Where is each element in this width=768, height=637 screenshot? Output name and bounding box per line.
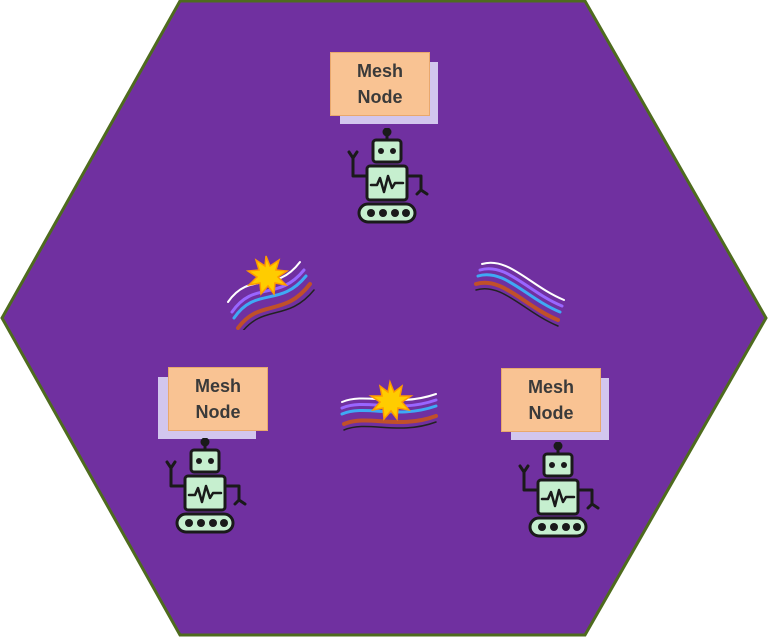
mesh-node-top: Mesh Node bbox=[330, 52, 438, 124]
mesh-node-left: Mesh Node bbox=[158, 367, 268, 439]
node-label-line2: Node bbox=[195, 402, 241, 422]
signal-wave-icon bbox=[340, 379, 438, 431]
starburst-icon bbox=[368, 379, 414, 422]
robot-icon bbox=[518, 442, 600, 538]
node-label-line1: Mesh bbox=[194, 376, 241, 396]
node-label-line2: Node bbox=[357, 87, 403, 107]
node-label-line1: Mesh bbox=[356, 61, 403, 81]
node-label-line2: Node bbox=[528, 403, 574, 423]
signal-wave-icon bbox=[474, 261, 565, 327]
robot-icon bbox=[165, 438, 247, 534]
signal-wave-icon bbox=[227, 255, 315, 330]
starburst-icon bbox=[245, 255, 290, 297]
node-box: Mesh Node bbox=[501, 368, 601, 432]
robot-icon bbox=[347, 128, 429, 224]
node-box: Mesh Node bbox=[330, 52, 430, 116]
node-label-line1: Mesh bbox=[527, 377, 574, 397]
node-box: Mesh Node bbox=[168, 367, 268, 431]
mesh-node-right: Mesh Node bbox=[501, 368, 609, 440]
